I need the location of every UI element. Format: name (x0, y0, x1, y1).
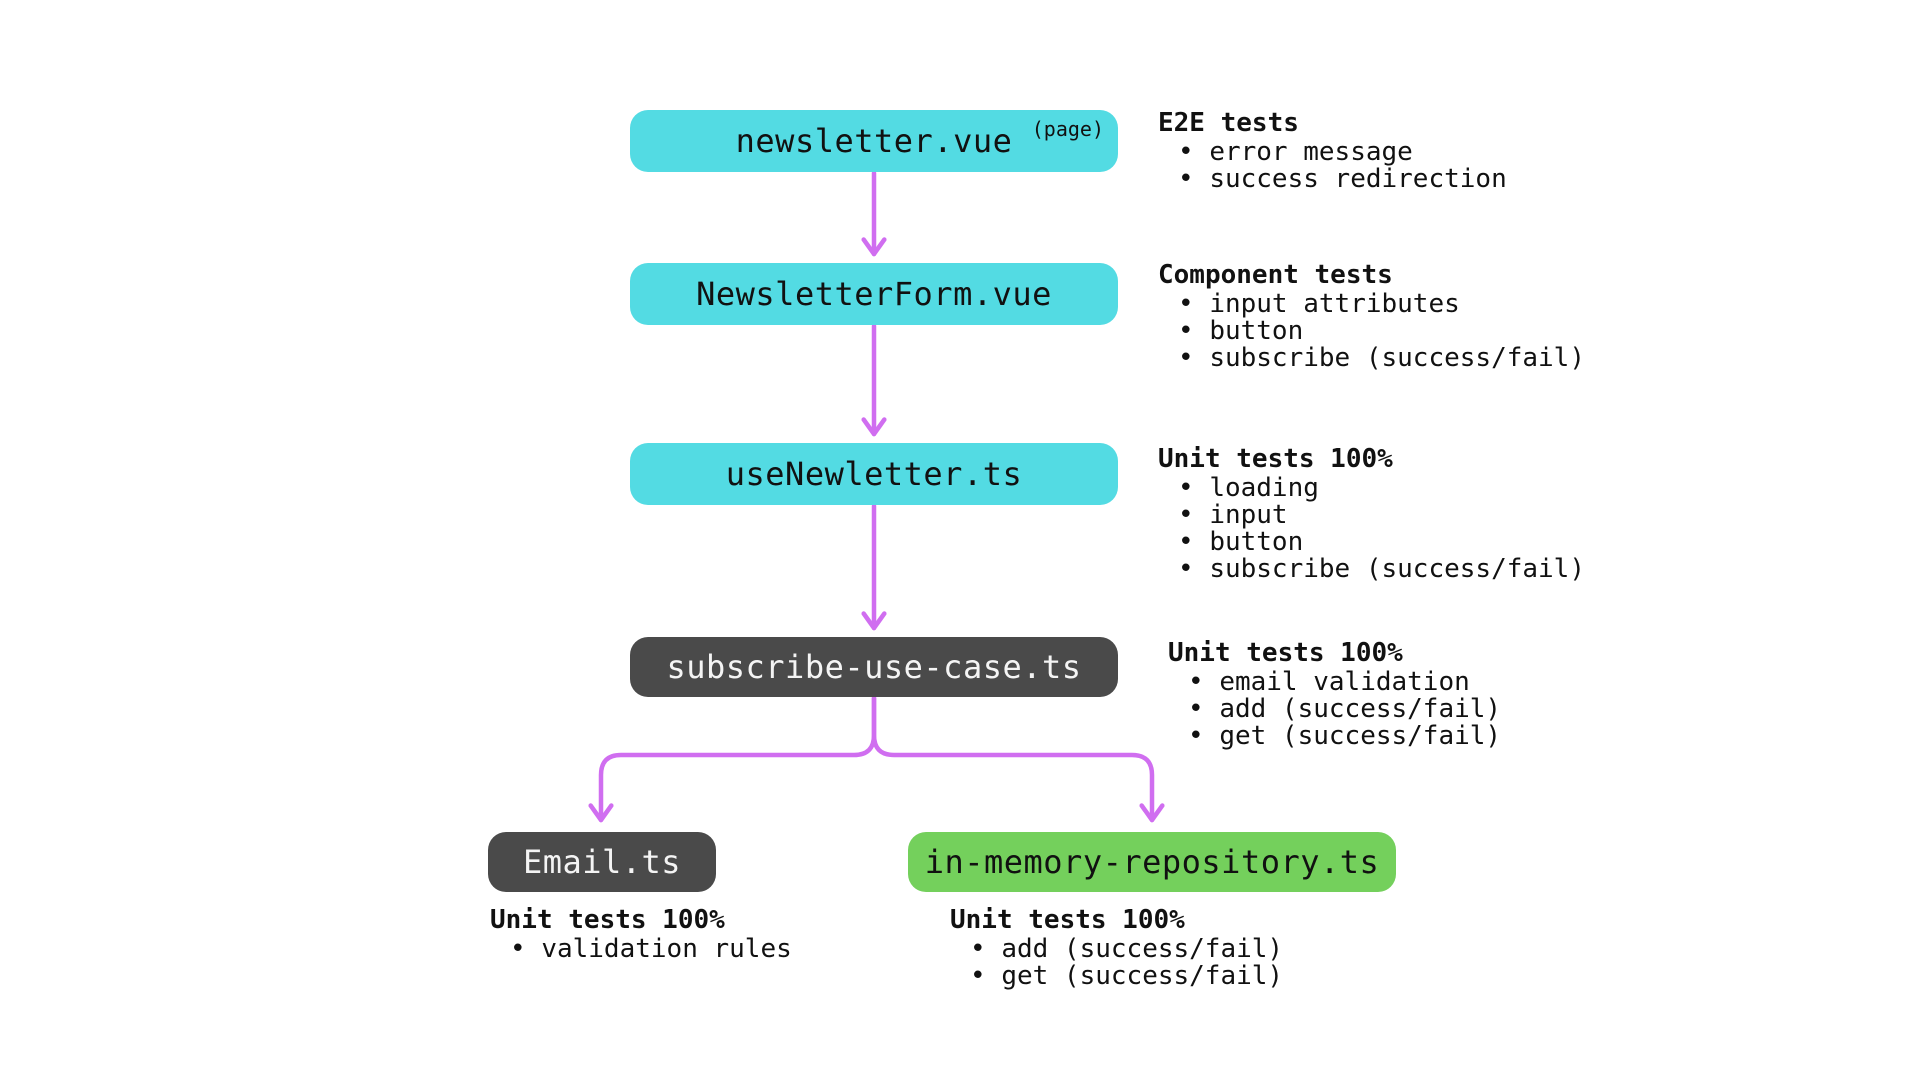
annotation-bullet: subscribe (success/fail) (1178, 345, 1585, 372)
annotation-bullet: add (success/fail) (970, 936, 1283, 963)
annotation-title: Unit tests 100% (1168, 638, 1403, 668)
annotation-unit-tests-usenewletter: Unit tests 100% loading input button sub… (1158, 444, 1585, 583)
annotation-title: Component tests (1158, 260, 1393, 290)
arrow-usecase-to-repository (871, 695, 1152, 820)
annotation-title: Unit tests 100% (490, 905, 725, 935)
annotation-bullet: error message (1178, 139, 1507, 166)
annotation-bullet: subscribe (success/fail) (1178, 556, 1585, 583)
annotation-unit-tests-usecase: Unit tests 100% email validation add (su… (1168, 638, 1501, 750)
annotation-bullet: button (1178, 529, 1585, 556)
node-newsletter-form: NewsletterForm.vue (630, 263, 1118, 325)
node-label: in-memory-repository.ts (924, 843, 1380, 881)
node-in-memory-repository: in-memory-repository.ts (908, 832, 1396, 892)
node-label: newsletter.vue (735, 122, 1013, 160)
node-label: subscribe-use-case.ts (666, 648, 1082, 686)
annotation-bullet-list: error message success redirection (1178, 139, 1507, 193)
node-email: Email.ts (488, 832, 716, 892)
annotation-bullet: input attributes (1178, 291, 1585, 318)
annotation-unit-tests-repository: Unit tests 100% add (success/fail) get (… (950, 905, 1283, 990)
annotation-bullet: email validation (1188, 669, 1501, 696)
annotation-bullet: input (1178, 502, 1585, 529)
node-label: NewsletterForm.vue (696, 275, 1052, 313)
annotation-bullet-list: loading input button subscribe (success/… (1178, 475, 1585, 583)
node-newsletter-page: newsletter.vue (page) (630, 110, 1118, 172)
annotation-component-tests: Component tests input attributes button … (1158, 260, 1585, 372)
annotation-bullet-list: input attributes button subscribe (succe… (1178, 291, 1585, 372)
annotation-bullet: get (success/fail) (970, 963, 1283, 990)
annotation-title: Unit tests 100% (950, 905, 1185, 935)
arrow-usecase-to-email (601, 695, 877, 820)
annotation-unit-tests-email: Unit tests 100% validation rules (490, 905, 792, 963)
node-label: useNewletter.ts (725, 455, 1023, 493)
node-superscript-page: (page) (1031, 117, 1104, 141)
annotation-bullet: add (success/fail) (1188, 696, 1501, 723)
annotation-title: Unit tests 100% (1158, 444, 1393, 474)
annotation-bullet-list: validation rules (510, 936, 791, 963)
annotation-title: E2E tests (1158, 108, 1299, 138)
node-subscribe-use-case: subscribe-use-case.ts (630, 637, 1118, 697)
annotation-bullet: get (success/fail) (1188, 723, 1501, 750)
annotation-bullet: button (1178, 318, 1585, 345)
annotation-bullet-list: add (success/fail) get (success/fail) (970, 936, 1283, 990)
annotation-bullet: loading (1178, 475, 1585, 502)
annotation-bullet: success redirection (1178, 166, 1506, 193)
annotation-bullet: validation rules (510, 936, 791, 963)
annotation-bullet-list: email validation add (success/fail) get … (1188, 669, 1501, 750)
annotation-e2e-tests: E2E tests error message success redirect… (1158, 108, 1507, 193)
node-label: Email.ts (522, 843, 682, 881)
node-use-newletter: useNewletter.ts (630, 443, 1118, 505)
